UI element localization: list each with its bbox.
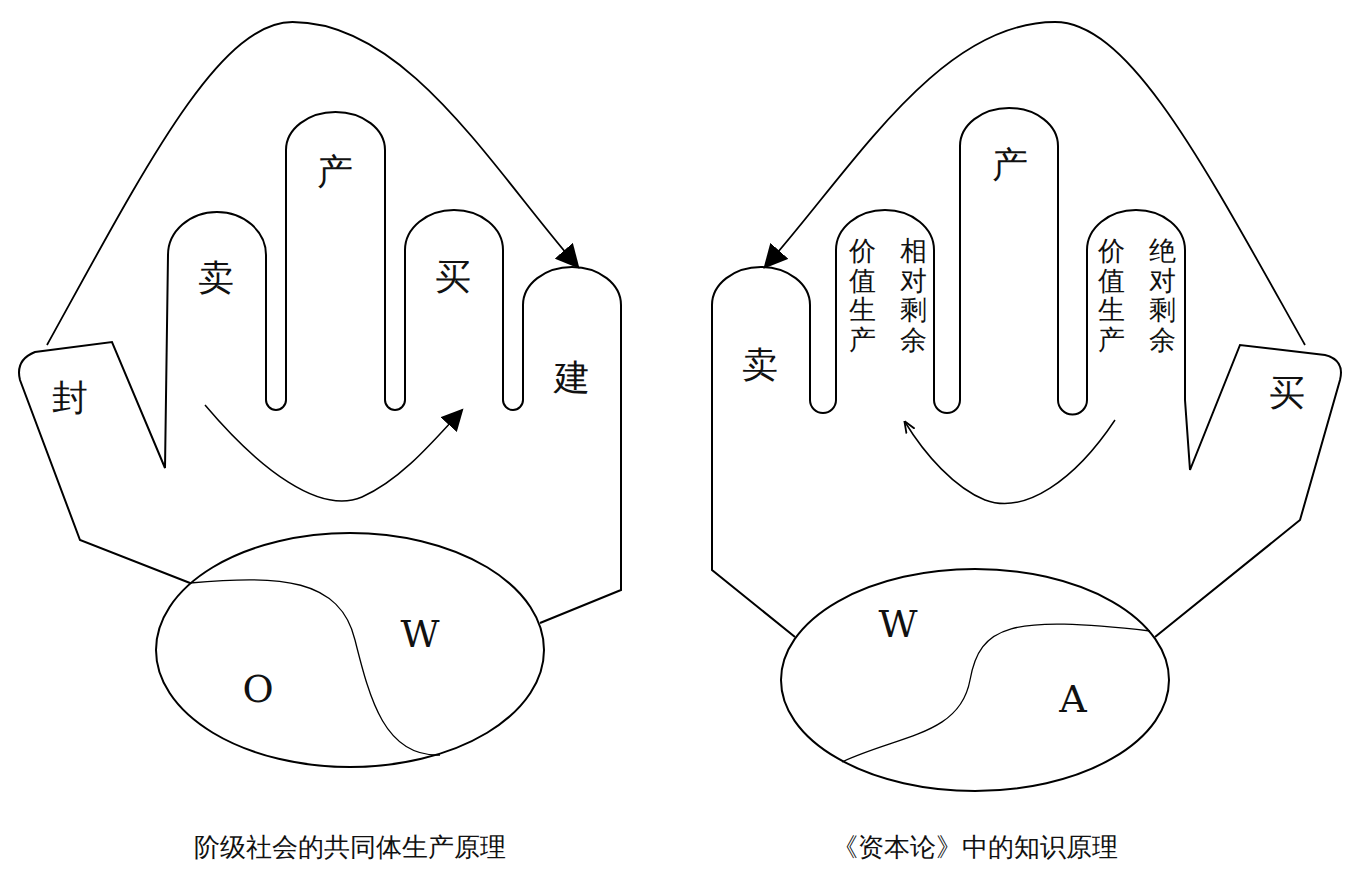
figure-caption: 《资本论》中的知识原理 xyxy=(832,830,1118,865)
finger-label: 建 xyxy=(554,358,590,398)
finger-label: 产 xyxy=(317,152,353,192)
finger-mai-buy: 买 xyxy=(405,210,503,410)
region-letter: O xyxy=(242,669,273,711)
finger-label: 卖 xyxy=(198,258,234,298)
finger-label: 卖 xyxy=(742,345,778,385)
vertical-label: 绝对剩余 xyxy=(1149,236,1176,355)
ellipse-border xyxy=(156,533,544,767)
vertical-label: 价值生产 xyxy=(849,236,876,355)
finger-label: 买 xyxy=(435,257,471,297)
finger-label: 产 xyxy=(992,145,1028,185)
arc-arrow xyxy=(765,22,1305,345)
right-hand xyxy=(712,108,1341,637)
left-hand xyxy=(19,112,621,623)
finger-mai-sell: 卖 xyxy=(168,212,266,412)
dividing-curve xyxy=(190,580,440,755)
knowledge-ellipse: WA xyxy=(780,568,1170,792)
left-cycle-arrow xyxy=(205,405,462,501)
finger-label: 买 xyxy=(1269,373,1305,413)
arc-arrow xyxy=(47,22,578,345)
finger-chan: 产 xyxy=(960,108,1058,408)
finger-feng: 封 xyxy=(22,345,142,465)
vertical-label: 价值生产 xyxy=(1098,236,1125,355)
ellipse-border xyxy=(781,569,1169,791)
ellipse-outline xyxy=(155,532,545,768)
finger-mai-buy: 买 xyxy=(1195,345,1335,465)
figure-caption: 阶级社会的共同体生产原理 xyxy=(194,830,506,865)
finger-jian: 建 xyxy=(523,267,621,587)
right-cycle-arrow xyxy=(905,420,1115,503)
finger-relative-surplus: 相对剩余价值生产 xyxy=(836,210,934,400)
finger-label: 封 xyxy=(52,378,88,418)
region-letter: A xyxy=(1059,679,1086,721)
region-letter: W xyxy=(400,614,439,656)
finger-chan: 产 xyxy=(286,112,385,412)
region-letter: W xyxy=(878,604,917,646)
finger-absolute-surplus: 绝对剩余价值生产 xyxy=(1087,210,1185,400)
vertical-label: 相对剩余 xyxy=(900,236,927,355)
finger-mai-sell: 卖 xyxy=(710,267,810,607)
ellipse-outline xyxy=(780,568,1170,792)
community-ellipse: OW xyxy=(155,532,545,768)
